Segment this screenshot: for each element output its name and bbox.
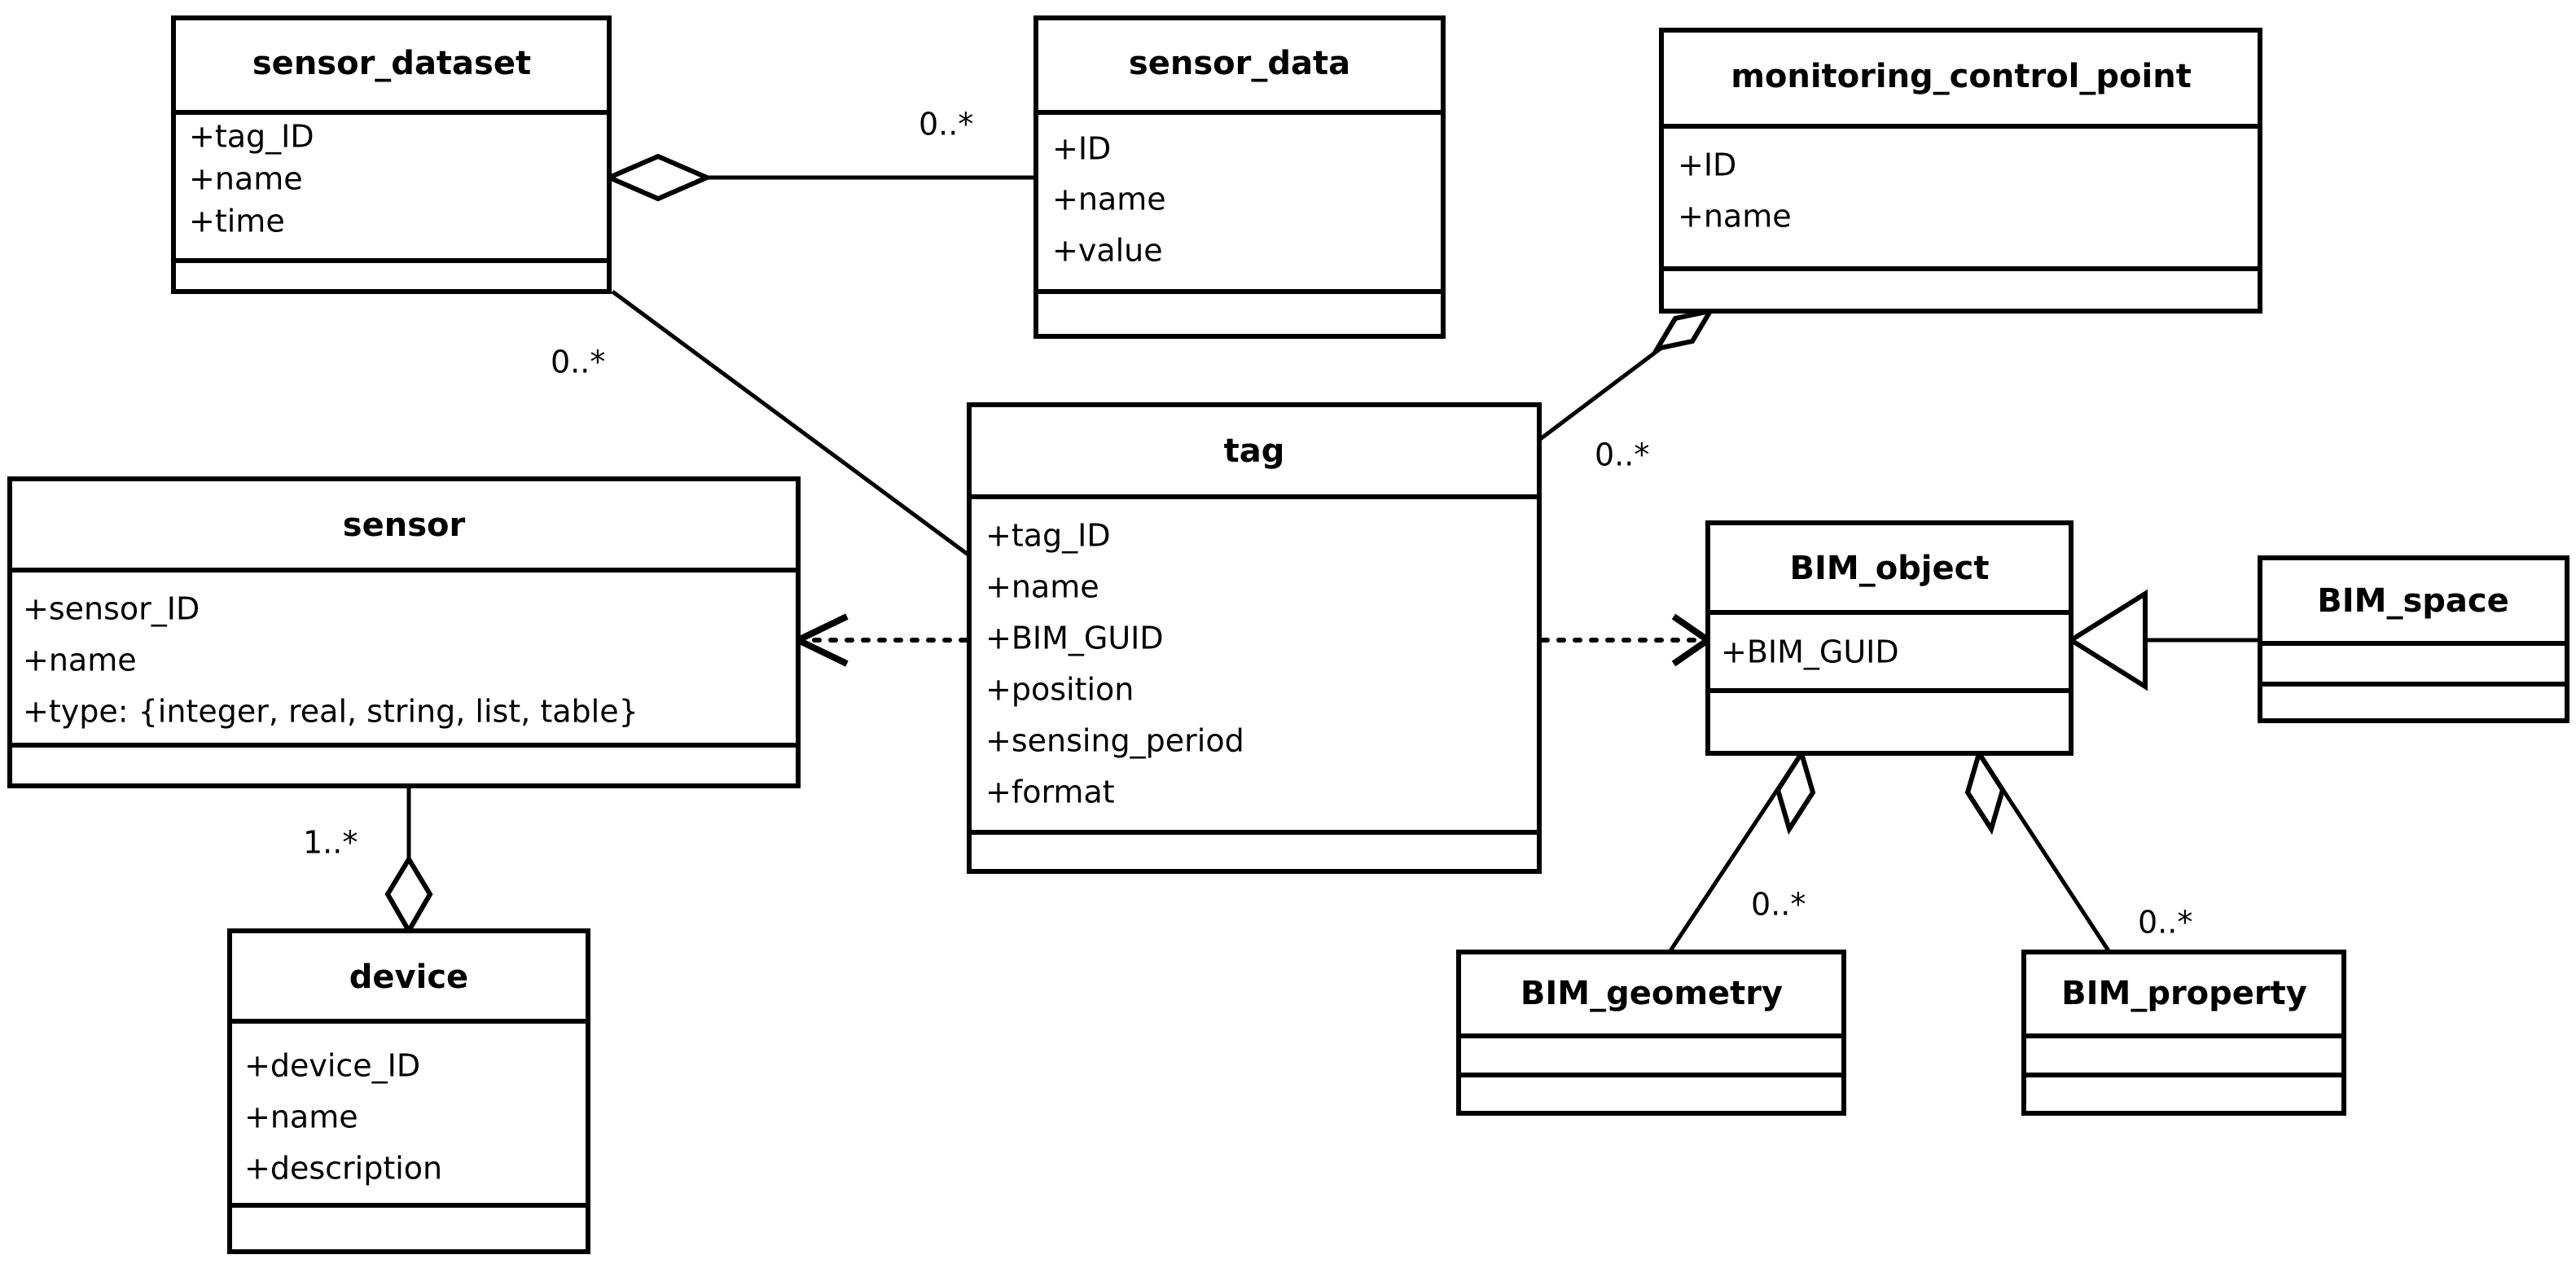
aggregation-diamond-icon xyxy=(603,153,713,202)
multiplicity-mcp-tag: 0..* xyxy=(1595,437,1649,473)
multiplicity-bim-geometry: 0..* xyxy=(1751,887,1806,923)
class-attribute: +name xyxy=(189,161,303,197)
relationship-bim_object-bim_geometry[interactable] xyxy=(1667,747,1816,954)
class-box-device[interactable]: device +device_ID +name +description xyxy=(227,928,590,1254)
aggregation-diamond-icon xyxy=(384,854,433,936)
class-outline xyxy=(1705,520,2074,756)
class-outline xyxy=(171,15,612,294)
multiplicity-dataset-tag: 0..* xyxy=(551,344,605,380)
class-attribute: +sensor_ID xyxy=(23,591,200,627)
class-box-tag[interactable]: tag +tag_ID +name +BIM_GUID +position +s… xyxy=(967,402,1542,874)
class-attribute: +device_ID xyxy=(244,1048,420,1084)
class-box-monitoring_control_point[interactable]: monitoring_control_point +ID +name xyxy=(1659,28,2262,314)
class-outline xyxy=(2258,555,2569,723)
relationship-sensor_dataset-tag[interactable] xyxy=(611,289,971,558)
class-attribute: +BIM_GUID xyxy=(985,621,1164,656)
aggregation-diamond-icon xyxy=(1964,747,2006,836)
class-attribute: +ID xyxy=(1052,131,1111,167)
class-attribute: +time xyxy=(189,204,285,239)
class-name-sensor_dataset: sensor_dataset xyxy=(252,45,531,82)
multiplicity-sensor-device: 1..* xyxy=(303,825,358,861)
association-line xyxy=(611,289,971,558)
class-name-sensor_data: sensor_data xyxy=(1129,45,1350,82)
relationship-bim_space-bim_object[interactable] xyxy=(2066,589,2260,691)
relationship-tag-sensor[interactable] xyxy=(790,613,968,667)
relationship-monitoring_control_point-tag[interactable] xyxy=(1538,307,1716,441)
class-name-device: device xyxy=(349,959,468,996)
class-attribute: +sensing_period xyxy=(985,723,1244,759)
class-name-sensor: sensor xyxy=(343,507,466,544)
class-name-bim_property: BIM_property xyxy=(2061,975,2307,1012)
class-attribute: +name xyxy=(1052,182,1166,217)
relationship-tag-bim_object[interactable] xyxy=(1540,613,1714,667)
class-outline xyxy=(967,402,1542,874)
class-attribute: +description xyxy=(244,1151,442,1187)
class-outline xyxy=(7,476,801,788)
relationship-sensor_dataset-sensor_data[interactable] xyxy=(603,153,1036,202)
class-outline xyxy=(1659,28,2262,314)
class-box-bim_property[interactable]: BIM_property xyxy=(2021,950,2346,1116)
class-name-monitoring_control_point: monitoring_control_point xyxy=(1731,58,2192,95)
class-attribute: +value xyxy=(1052,233,1163,269)
relationship-bim_object-bim_property[interactable] xyxy=(1964,747,2112,954)
open-arrowhead-icon xyxy=(790,613,849,667)
class-box-sensor_data[interactable]: sensor_data +ID +name +value xyxy=(1033,15,1446,339)
relationship-sensor-device[interactable] xyxy=(384,786,433,936)
generalization-triangle-icon xyxy=(2066,589,2148,691)
class-attribute: +BIM_GUID xyxy=(1721,634,1899,670)
class-attribute: +name xyxy=(985,569,1099,605)
class-box-sensor_dataset[interactable]: sensor_dataset +tag_ID +name +time xyxy=(171,15,612,294)
class-box-bim_object[interactable]: BIM_object +BIM_GUID xyxy=(1705,520,2074,756)
class-outline xyxy=(2021,950,2346,1116)
class-outline xyxy=(1456,950,1846,1116)
class-attribute: +ID xyxy=(1678,147,1736,183)
class-name-bim_space: BIM_space xyxy=(2317,582,2508,620)
multiplicity-dataset-data: 0..* xyxy=(919,107,973,143)
class-attribute: +format xyxy=(985,774,1115,810)
multiplicity-bim-property: 0..* xyxy=(2138,905,2192,941)
aggregation-diamond-icon xyxy=(1775,747,1816,836)
class-attribute: +tag_ID xyxy=(985,518,1111,554)
class-attribute: +name xyxy=(244,1099,358,1135)
aggregation-diamond-icon xyxy=(1652,307,1716,353)
class-attribute: +tag_ID xyxy=(189,119,314,155)
class-box-bim_geometry[interactable]: BIM_geometry xyxy=(1456,950,1846,1116)
class-attribute: +name xyxy=(23,643,137,678)
class-outline xyxy=(1033,15,1446,339)
class-attribute: +name xyxy=(1678,199,1792,235)
class-attribute: +type: {integer, real, string, list, tab… xyxy=(23,694,639,730)
class-attribute: +position xyxy=(985,672,1134,708)
class-name-tag: tag xyxy=(1224,432,1285,470)
class-name-bim_object: BIM_object xyxy=(1790,550,1990,587)
class-box-sensor[interactable]: sensor +sensor_ID +name +type: {integer,… xyxy=(7,476,801,788)
class-outline xyxy=(227,928,590,1254)
class-name-bim_geometry: BIM_geometry xyxy=(1521,975,1783,1012)
class-box-bim_space[interactable]: BIM_space xyxy=(2258,555,2569,723)
